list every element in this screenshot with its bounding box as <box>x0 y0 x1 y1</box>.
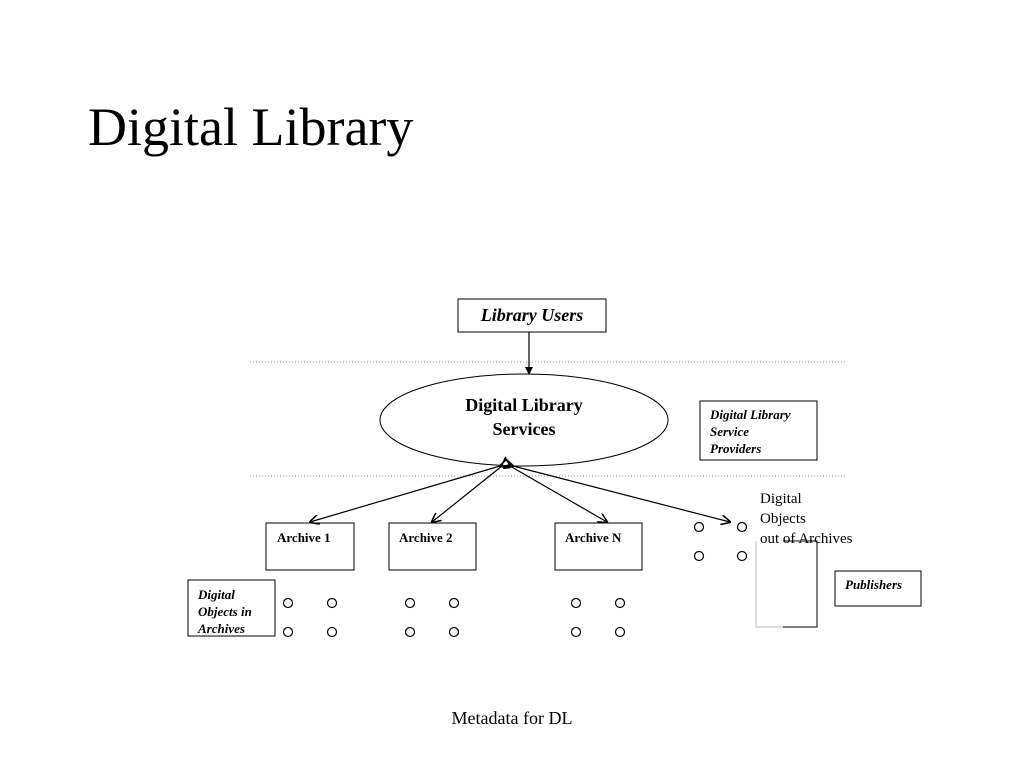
out-archives-bracket <box>755 540 818 628</box>
archive-2-box <box>388 522 477 571</box>
archive-2-label: Archive 2 <box>399 530 453 545</box>
objects-in-archives-line1: Digital <box>198 587 235 602</box>
providers-label-line3: Providers <box>710 441 762 456</box>
object-circles-archive-1 <box>282 597 338 638</box>
archive-n-box <box>554 522 643 571</box>
publishers-label: Publishers <box>845 577 903 592</box>
objects-in-archives-line3: Archives <box>198 621 245 636</box>
object-circles-out-of-archives <box>693 521 748 562</box>
out-archives-bracket-inner <box>755 541 783 628</box>
library-users-box <box>457 298 607 333</box>
archive-1-label: Archive 1 <box>277 530 331 545</box>
objects-in-archives-line2: Objects in <box>198 604 252 619</box>
archive-n-label: Archive N <box>565 530 622 545</box>
services-label-line1: Digital Library <box>465 395 583 415</box>
providers-box <box>699 400 818 461</box>
providers-label-line1: Digital Library <box>710 407 791 422</box>
out-of-archives-line2: Objects <box>760 511 806 527</box>
providers-label: Digital Library Service Providers <box>710 406 815 457</box>
objects-in-archives-box <box>187 579 276 637</box>
object-circles-archive-n <box>570 597 626 638</box>
services-label: Digital Library Services <box>430 393 618 441</box>
library-users-label: Library Users <box>480 305 584 325</box>
slide-title: Digital Library <box>88 97 414 157</box>
out-of-archives-line3: out of Archives <box>760 531 853 547</box>
services-label-line2: Services <box>492 419 556 439</box>
slide-footer: Metadata for DL <box>451 708 573 728</box>
service-archive-arrows <box>310 466 730 522</box>
object-circles-archive-2 <box>404 597 460 638</box>
publishers-box <box>834 570 922 607</box>
archive-1-box <box>265 522 355 571</box>
out-of-archives-label: Digital Objects out of Archives <box>760 489 852 549</box>
providers-label-line2: Service <box>710 424 749 439</box>
objects-in-archives-label: Digital Objects in Archives <box>198 586 273 637</box>
out-of-archives-line1: Digital <box>760 491 802 507</box>
